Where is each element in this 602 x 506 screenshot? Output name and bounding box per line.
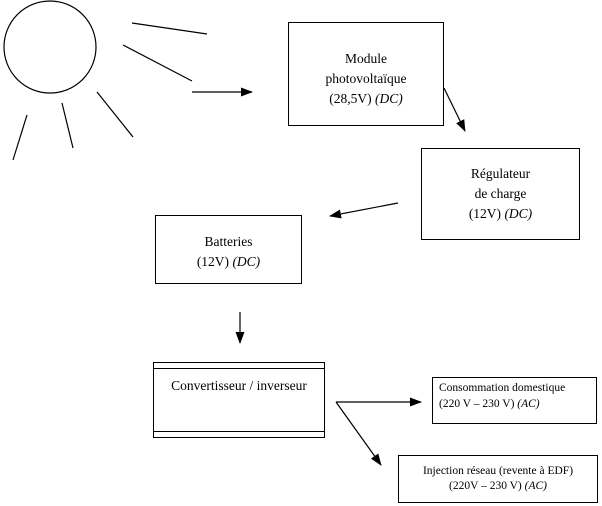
node-injection-reseau: Injection réseau (revente à EDF) (220V –… xyxy=(398,455,598,503)
node-voltage-line: (12V) (DC) xyxy=(468,206,533,221)
node-module-photovoltaique: Module photovoltaïque (28,5V) (DC) xyxy=(288,22,444,126)
node-batteries: Batteries (12V) (DC) xyxy=(155,215,302,284)
node-voltage-line: (28,5V) (DC) xyxy=(329,90,403,106)
node-title-line: Injection réseau (revente à EDF) xyxy=(422,464,574,477)
node-voltage-line: (220 V – 230 V) (AC) xyxy=(439,397,540,410)
arrow-regulateur-to-batteries xyxy=(329,202,399,219)
node-regulateur-de-charge: Régulateur de charge (12V) (DC) xyxy=(421,148,580,240)
node-title-line: Batteries xyxy=(204,233,253,249)
arrow-convertisseur-to-injection xyxy=(335,401,382,466)
node-title-line: Régulateur xyxy=(470,166,531,181)
node-voltage-line: (12V) (DC) xyxy=(196,253,261,269)
node-voltage-line: (220V – 230 V) (AC) xyxy=(449,480,547,492)
node-title-line: de charge xyxy=(474,186,527,201)
node-consommation-domestique: Consommation domestique (220 V – 230 V) … xyxy=(432,377,597,424)
node-title-line: photovoltaïque xyxy=(325,70,407,86)
node-title-line: Consommation domestique xyxy=(439,382,566,394)
node-convertisseur-inverseur: Convertisseur / inverseur xyxy=(153,362,325,438)
node-title-line: Convertisseur / inverseur xyxy=(171,378,307,393)
node-title-line: Module xyxy=(345,50,387,66)
sun-icon xyxy=(3,0,208,161)
arrow-module-to-regulateur xyxy=(443,87,466,132)
